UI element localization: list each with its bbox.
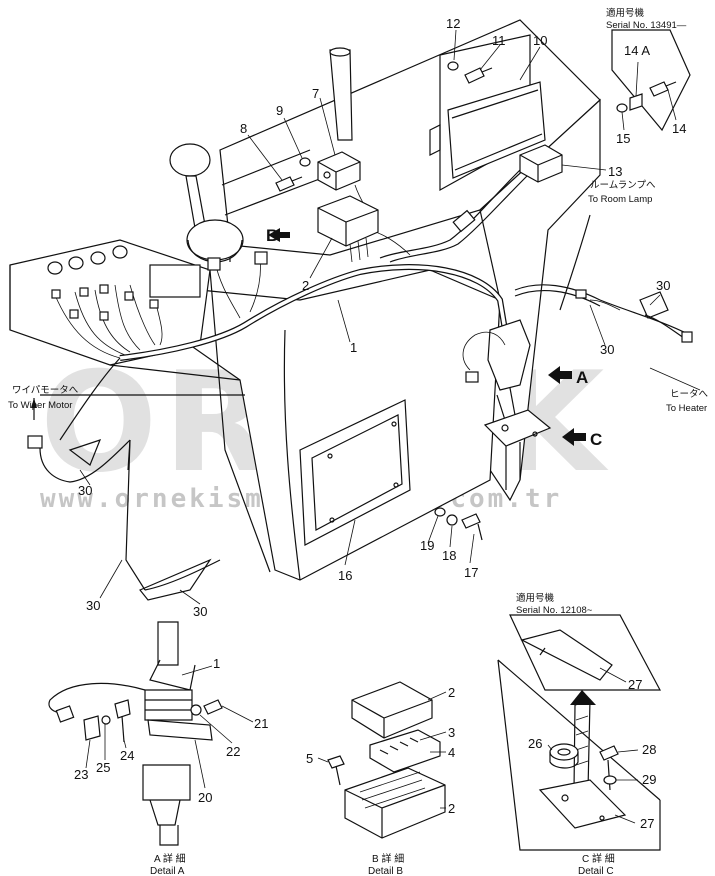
controller-10 <box>429 34 546 192</box>
wiring-harness <box>119 169 691 361</box>
callout-a1: 1 <box>213 656 220 671</box>
view-marker-c: C <box>590 430 602 449</box>
callout-b5: 5 <box>306 751 313 766</box>
view-marker-b: B <box>266 226 278 245</box>
detail-c-caption: Detail C <box>578 866 614 876</box>
connector-a <box>462 319 552 490</box>
serial-bracket <box>611 29 691 132</box>
washer-12 <box>447 61 459 71</box>
serial-top-jp: 適用号機 <box>606 7 645 19</box>
room-lamp-jp: ルームランプへ <box>590 180 656 191</box>
detail-a-caption: Detail A <box>150 866 185 876</box>
callout-13: 13 <box>608 164 622 179</box>
lockwasher-18 <box>446 514 458 526</box>
callout-a22: 22 <box>226 744 240 759</box>
detail-b-drawing <box>327 681 446 839</box>
callout-2: 2 <box>302 278 309 293</box>
callout-c29: 29 <box>642 772 656 787</box>
fuse-box-main <box>317 195 379 263</box>
leader-lines <box>79 29 677 824</box>
callout-c28: 28 <box>642 742 656 757</box>
cover-16 <box>299 399 411 546</box>
callout-8: 8 <box>240 121 247 136</box>
callout-12: 12 <box>446 16 460 31</box>
serial-c: Serial No. 12108~ <box>516 605 593 616</box>
heater: To Heater <box>666 403 707 414</box>
callout-7: 7 <box>312 86 319 101</box>
wiper: To Wiper Motor <box>8 400 72 411</box>
callout-18: 18 <box>442 548 456 563</box>
callout-a24: 24 <box>120 748 134 763</box>
console-switches <box>47 245 201 359</box>
serial-top: Serial No. 13491— <box>606 20 687 31</box>
bolt-11 <box>464 67 485 84</box>
callout-1: 1 <box>350 340 357 355</box>
callout-30-clamp: 30 <box>193 604 207 619</box>
callout-30-wiper: 30 <box>78 483 92 498</box>
callout-17: 17 <box>464 565 478 580</box>
callout-b4: 4 <box>448 745 455 760</box>
relay-7 <box>317 151 361 191</box>
arrow-b <box>268 228 290 242</box>
washer-19 <box>434 507 446 517</box>
joystick <box>169 143 244 263</box>
callout-30-right: 30 <box>600 342 614 357</box>
callout-b3: 3 <box>448 725 455 740</box>
arrow-a <box>548 366 572 384</box>
relay-13 <box>519 144 563 183</box>
heater-jp: ヒータへ <box>670 389 709 400</box>
arrow-c <box>562 428 586 446</box>
callout-b2-cover: 2 <box>448 685 455 700</box>
callout-a23: 23 <box>74 767 88 782</box>
callout-30-heater: 30 <box>656 278 670 293</box>
heater-branch <box>575 289 701 391</box>
callout-c27-top: 27 <box>628 677 642 692</box>
callout-a25: 25 <box>96 760 110 775</box>
callout-9: 9 <box>276 103 283 118</box>
view-marker-a: A <box>576 368 588 387</box>
callout-b2-base: 2 <box>448 801 455 816</box>
callout-19: 19 <box>420 538 434 553</box>
right-lever <box>329 47 353 141</box>
detail-c-jp: C 詳 細 <box>582 852 615 865</box>
detail-c-drawing <box>497 614 661 851</box>
callout-30-lower: 30 <box>86 598 100 613</box>
serial-c-jp: 適用号機 <box>516 592 555 604</box>
room-lamp: To Room Lamp <box>588 194 652 205</box>
callout-16: 16 <box>338 568 352 583</box>
callout-14: 14 <box>672 121 686 136</box>
detail-b-caption: Detail B <box>368 866 403 876</box>
washer-9 <box>299 157 311 167</box>
callout-a20: 20 <box>198 790 212 805</box>
callout-c26: 26 <box>528 736 542 751</box>
callout-a21: 21 <box>254 716 268 731</box>
wiper-branch <box>27 357 221 601</box>
bolt-17 <box>461 513 483 541</box>
callout-labels: 1 2 7 8 9 10 11 12 13 14 14 A 15 16 17 1… <box>74 16 686 831</box>
detail-b-jp: B 詳 細 <box>372 852 404 865</box>
callout-14a: 14 A <box>624 43 650 58</box>
callout-10: 10 <box>533 33 547 48</box>
callout-15: 15 <box>616 131 630 146</box>
wiper-jp: ワイパモータへ <box>12 385 79 396</box>
detail-a-drawing <box>48 621 223 846</box>
bolt-8 <box>275 176 303 192</box>
callout-11: 11 <box>492 33 506 48</box>
callout-c27-bottom: 27 <box>640 816 654 831</box>
detail-a-jp: A 詳 細 <box>154 852 186 865</box>
